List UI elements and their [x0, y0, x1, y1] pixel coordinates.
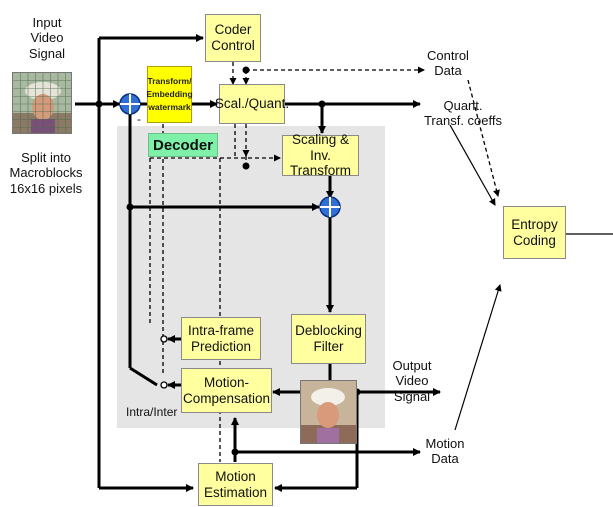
adder-icon [120, 94, 140, 114]
input-video-signal-label: Input Video Signal [20, 15, 74, 61]
motion-data-label: Motion Data [420, 436, 470, 467]
entropy-coding-block: Entropy Coding [503, 206, 566, 259]
scal-quant-block: Scal./Quant. [219, 84, 285, 124]
deblocking-filter-block: Deblocking Filter [291, 314, 366, 364]
output-video-frame-icon [300, 380, 357, 444]
coder-control-block: Coder Control [205, 14, 261, 62]
input-video-frame-icon [12, 72, 72, 134]
minus-sign: - [134, 112, 144, 126]
quant-transf-coeffs-label: Quant. Transf. coeffs [420, 98, 506, 129]
output-video-signal-label: Output Video Signal [386, 358, 438, 404]
decoder-label: Decoder [148, 133, 218, 157]
motion-estimation-block: Motion Estimation [198, 463, 273, 506]
scaling-inv-transform-block: Scaling & Inv. Transform [282, 135, 359, 176]
transform-watermark-block: Transform/ Embedding watermark [147, 66, 192, 123]
control-data-label: Control Data [420, 48, 476, 79]
entropy-links [450, 125, 613, 430]
motion-compensation-block: Motion- Compensation [181, 368, 272, 413]
split-into-macroblocks-label: Split into Macroblocks 16x16 pixels [2, 150, 90, 196]
adder-icon [320, 197, 340, 217]
intra-frame-prediction-block: Intra-frame Prediction [181, 317, 261, 360]
